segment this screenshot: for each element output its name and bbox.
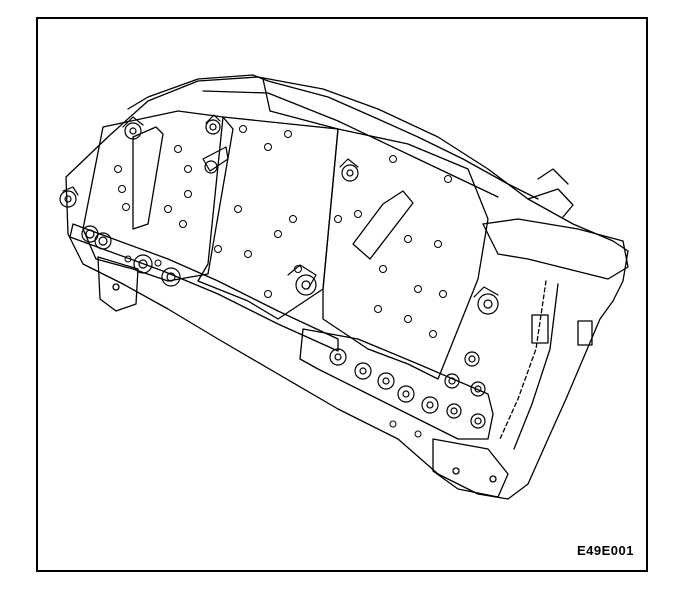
left-mounting-tab xyxy=(97,256,139,312)
instrument-cluster-illustration xyxy=(59,74,629,500)
figure-code-label: E49E001 xyxy=(577,543,634,558)
bulb-sockets-lower-rail xyxy=(329,348,439,414)
bulb-sockets-left xyxy=(59,116,181,287)
housing-outline xyxy=(65,76,629,500)
figure-frame: E49E001 xyxy=(36,17,648,572)
bulb-sockets-center xyxy=(202,114,359,296)
connector-tab xyxy=(482,218,629,280)
bulb-sockets-right xyxy=(444,286,499,429)
inner-edge-line xyxy=(499,280,547,440)
lower-rail-left xyxy=(69,223,339,352)
small-holes xyxy=(114,125,452,438)
center-panel xyxy=(197,116,339,320)
right-center-panel xyxy=(322,128,489,380)
top-rim xyxy=(127,74,539,200)
lower-rail-right xyxy=(299,328,494,440)
lower-mounting-tab xyxy=(432,438,509,498)
